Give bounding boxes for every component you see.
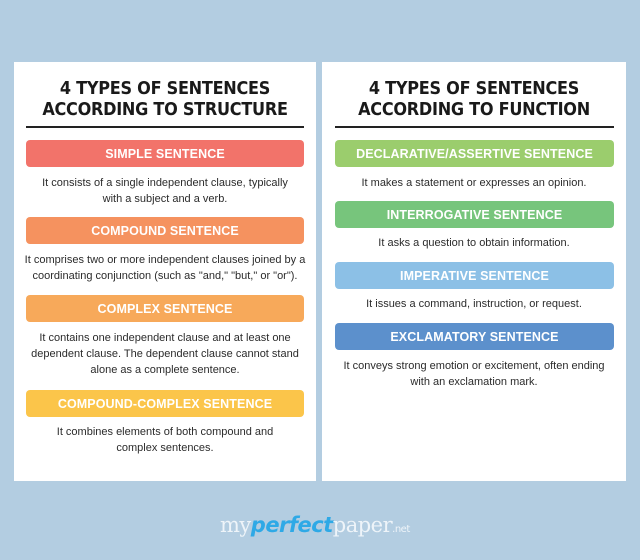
desc-line: coordinating conjunction (such as "and,"… xyxy=(32,270,298,282)
site-logo: myperfectpaper.net xyxy=(220,513,430,537)
desc-line: dependent clause. The dependent clause c… xyxy=(31,348,299,360)
compound-sentence-label: COMPOUND SENTENCE xyxy=(26,217,304,244)
logo-my: my xyxy=(220,513,251,537)
title-line-2: ACCORDING TO FUNCTION xyxy=(358,100,590,120)
complex-sentence-label: COMPLEX SENTENCE xyxy=(26,295,304,322)
exclamatory-sentence-label: EXCLAMATORY SENTENCE xyxy=(335,323,614,350)
interrogative-sentence-desc: It asks a question to obtain information… xyxy=(322,235,626,251)
desc-line: It combines elements of both compound an… xyxy=(56,426,274,438)
compound-complex-sentence-label: COMPOUND-COMPLEX SENTENCE xyxy=(26,390,304,417)
desc-line: It makes a statement or expresses an opi… xyxy=(361,177,587,189)
compound-sentence-desc: It comprises two or more independent cla… xyxy=(14,252,316,284)
simple-sentence-desc: It consists of a single independent clau… xyxy=(14,175,316,207)
desc-line: alone as a complete sentence. xyxy=(90,364,240,376)
logo-paper: paper xyxy=(332,513,393,537)
desc-line: complex sentences. xyxy=(116,442,214,454)
title-line-2: ACCORDING TO STRUCTURE xyxy=(42,100,288,120)
desc-line: It consists of a single independent clau… xyxy=(42,177,288,189)
title-line-1: 4 TYPES OF SENTENCES xyxy=(368,79,580,99)
desc-line: with an exclamation mark. xyxy=(410,376,538,388)
structure-panel: 4 TYPES OF SENTENCES ACCORDING TO STRUCT… xyxy=(14,62,316,481)
desc-line: It issues a command, instruction, or req… xyxy=(366,298,582,310)
declarative-sentence-label: DECLARATIVE/ASSERTIVE SENTENCE xyxy=(335,140,614,167)
complex-sentence-desc: It contains one independent clause and a… xyxy=(14,330,316,378)
desc-line: It contains one independent clause and a… xyxy=(39,332,291,344)
declarative-sentence-desc: It makes a statement or expresses an opi… xyxy=(322,175,626,191)
desc-line: It conveys strong emotion or excitement,… xyxy=(343,360,605,372)
imperative-sentence-desc: It issues a command, instruction, or req… xyxy=(322,296,626,312)
function-panel-title: 4 TYPES OF SENTENCES ACCORDING TO FUNCTI… xyxy=(334,79,614,121)
exclamatory-sentence-desc: It conveys strong emotion or excitement,… xyxy=(322,358,626,390)
interrogative-sentence-label: INTERROGATIVE SENTENCE xyxy=(335,201,614,228)
imperative-sentence-label: IMPERATIVE SENTENCE xyxy=(335,262,614,289)
title-line-1: 4 TYPES OF SENTENCES xyxy=(59,79,271,99)
desc-line: It asks a question to obtain information… xyxy=(378,237,570,249)
desc-line: It comprises two or more independent cla… xyxy=(24,254,306,266)
compound-complex-sentence-desc: It combines elements of both compound an… xyxy=(14,424,316,456)
structure-panel-title: 4 TYPES OF SENTENCES ACCORDING TO STRUCT… xyxy=(26,79,304,121)
function-panel: 4 TYPES OF SENTENCES ACCORDING TO FUNCTI… xyxy=(322,62,626,481)
simple-sentence-label: SIMPLE SENTENCE xyxy=(26,140,304,167)
desc-line: with a subject and a verb. xyxy=(102,193,228,205)
logo-perfect: perfect xyxy=(250,513,334,537)
logo-net: .net xyxy=(392,524,410,535)
title-divider xyxy=(26,126,304,128)
title-divider xyxy=(335,126,614,128)
